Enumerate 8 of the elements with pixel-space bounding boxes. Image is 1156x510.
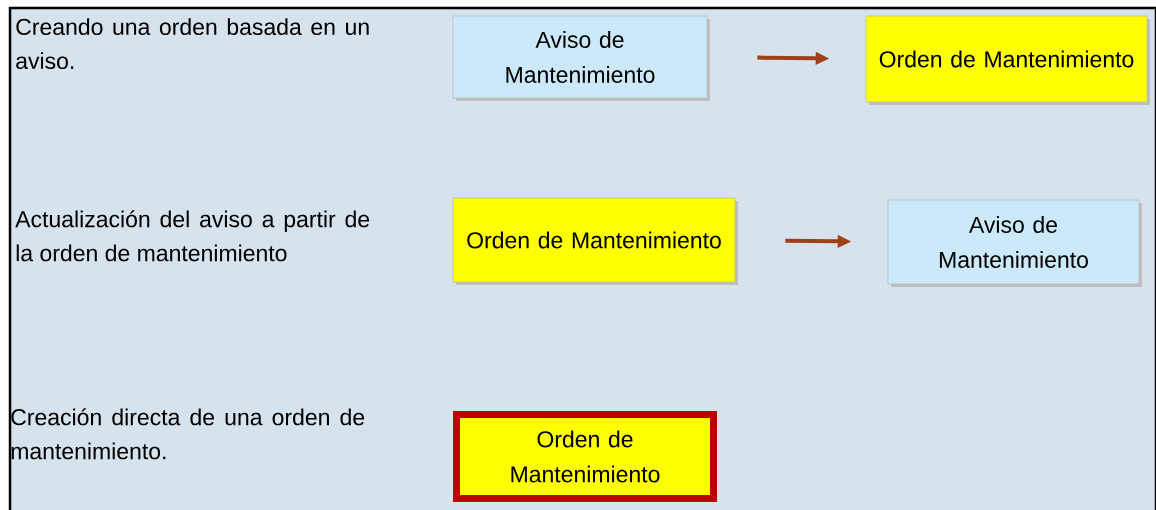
process-box: Orden de Mantenimiento: [453, 411, 717, 502]
description-text: Actualización del aviso a partir de la orden de mantenimiento: [15, 210, 370, 262]
description-text: Creando una orden basada en un aviso.: [16, 18, 369, 70]
description-text: Creación directa de una orden de mantenimiento.: [11, 408, 365, 460]
process-box: Orden de Mantenimiento: [865, 15, 1150, 105]
process-box: Aviso de Mantenimiento: [887, 199, 1142, 287]
process-box: Aviso de Mantenimiento: [452, 15, 710, 101]
process-box: Orden de Mantenimiento: [452, 197, 738, 285]
